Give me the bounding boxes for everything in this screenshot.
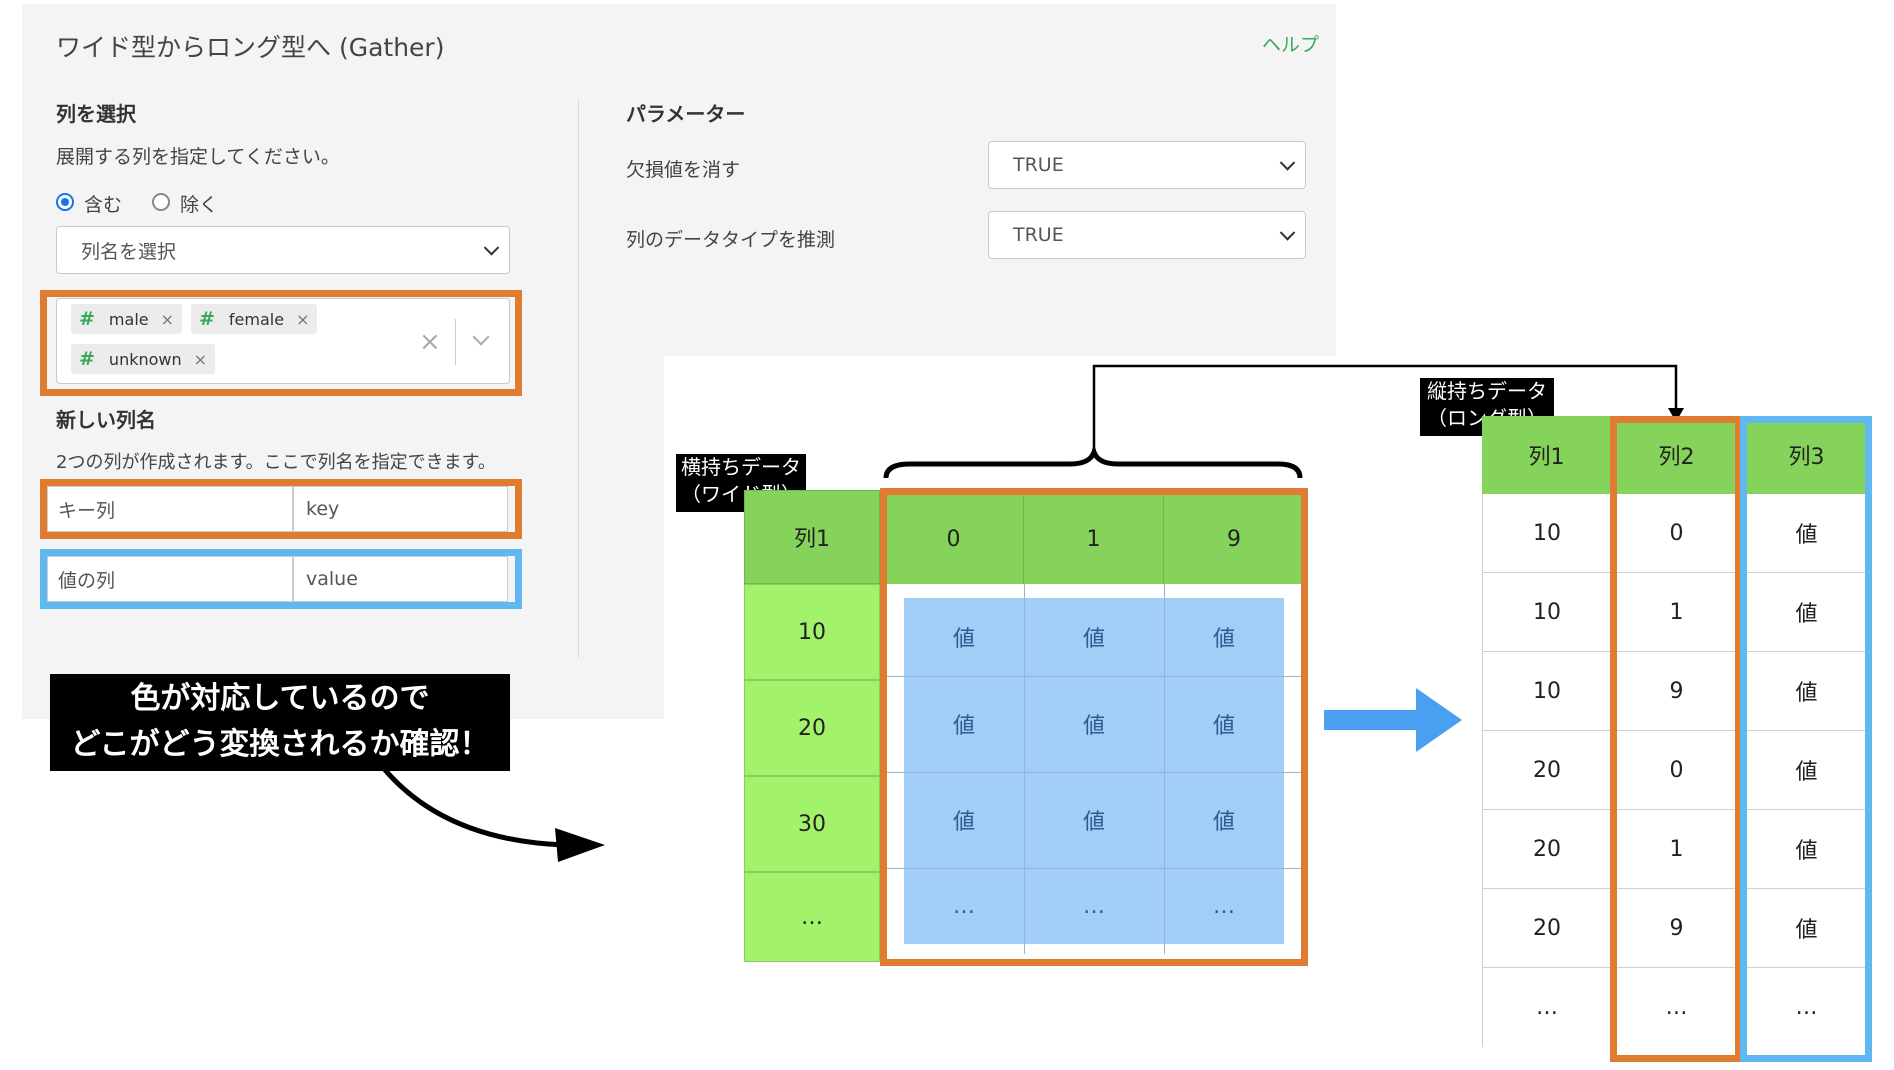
include-radio[interactable] xyxy=(56,193,74,211)
wide-value-cell: 値 xyxy=(952,627,975,652)
numeric-hash-icon: # xyxy=(79,348,95,370)
remove-tag-icon[interactable]: × xyxy=(160,309,175,329)
remove-na-value: TRUE xyxy=(1013,154,1064,176)
wide-value-cell: … xyxy=(1213,893,1235,919)
numeric-hash-icon: # xyxy=(79,308,95,330)
long-col2-header: 列2 xyxy=(1612,416,1742,494)
wide-key-header: 9 xyxy=(1164,494,1304,584)
long-col1-cell: 10 xyxy=(1482,573,1612,652)
value-column-input[interactable]: value xyxy=(293,556,508,602)
column-tag-label: unknown xyxy=(108,349,182,369)
numeric-hash-icon: # xyxy=(199,308,215,330)
key-column-input[interactable]: key xyxy=(293,486,508,532)
dialog-title: ワイド型からロング型へ (Gather) xyxy=(56,33,445,62)
wide-value-cell: … xyxy=(1083,893,1105,919)
column-tag: # male × xyxy=(71,304,183,334)
select-columns-description: 展開する列を指定してください。 xyxy=(56,146,340,168)
curved-arrow-icon xyxy=(367,748,605,862)
convert-type-label: 列のデータタイプを推測 xyxy=(626,229,836,251)
long-col1-cell: 20 xyxy=(1482,889,1612,968)
chevron-down-icon xyxy=(483,240,500,256)
remove-tag-icon[interactable]: × xyxy=(193,349,208,369)
wide-key-header: 0 xyxy=(884,494,1024,584)
convert-type-select[interactable]: TRUE xyxy=(988,211,1306,259)
long-key-column-highlight xyxy=(1610,416,1742,1062)
wide-value-cell: 値 xyxy=(952,810,975,835)
column-select-placeholder: 列名を選択 xyxy=(81,240,177,263)
long-col1-header: 列1 xyxy=(1482,416,1612,494)
long-col1-cell: 10 xyxy=(1482,494,1612,573)
wide-id-cell: 10 xyxy=(744,584,880,680)
wide-id-cell: … xyxy=(744,872,880,962)
wide-value-cell: 値 xyxy=(1082,627,1105,652)
grid-line xyxy=(1024,584,1025,954)
key-column-label: キー列 xyxy=(47,486,293,532)
parameters-heading: パラメーター xyxy=(626,102,746,126)
column-tag: # female × xyxy=(191,304,318,334)
wide-key-header: 1 xyxy=(1024,494,1164,584)
new-column-names-description: 2つの列が作成されます。ここで列名を指定できます。 xyxy=(56,452,496,473)
wide-value-cell: 値 xyxy=(1082,810,1105,835)
grid-line xyxy=(884,676,1304,677)
select-columns-heading: 列を選択 xyxy=(56,102,136,126)
transform-arrow-icon xyxy=(1324,688,1462,752)
column-name-select[interactable]: 列名を選択 xyxy=(56,226,510,274)
key-column-highlight xyxy=(40,479,522,539)
long-value-column-highlight xyxy=(1740,416,1872,1062)
wide-value-cell: … xyxy=(953,893,975,919)
chevron-down-icon xyxy=(1279,155,1296,171)
new-column-names-heading: 新しい列名 xyxy=(56,408,156,432)
long-col1-cell: 20 xyxy=(1482,731,1612,810)
wide-id-header: 列1 xyxy=(744,490,880,584)
wide-id-cell: 20 xyxy=(744,680,880,776)
wide-values-area xyxy=(904,598,1284,944)
value-column-label: 値の列 xyxy=(47,556,293,602)
column-tag-label: male xyxy=(108,309,149,329)
callout-box: 色が対応しているので どこがどう変換されるか確認！ xyxy=(50,674,510,771)
wide-value-cell: 値 xyxy=(952,714,975,739)
callout-line-1: 色が対応しているので xyxy=(130,681,430,716)
long-label-line-1: 縦持ちデータ xyxy=(1427,379,1547,403)
column-tag: # unknown × xyxy=(71,344,216,374)
remove-tag-icon[interactable]: × xyxy=(296,309,310,329)
grid-line xyxy=(884,772,1304,773)
wide-label-line-1: 横持ちデータ xyxy=(681,455,801,479)
value-column-highlight xyxy=(40,549,522,609)
section-divider xyxy=(578,98,579,658)
remove-na-select[interactable]: TRUE xyxy=(988,141,1306,189)
remove-na-label: 欠損値を消す xyxy=(626,159,741,181)
long-col1-cell: … xyxy=(1482,968,1612,1047)
grid-line xyxy=(1164,584,1165,954)
wide-id-cell: 30 xyxy=(744,776,880,872)
clear-all-icon[interactable]: × xyxy=(419,327,441,357)
wide-value-cell: 値 xyxy=(1212,627,1235,652)
brace-connector-icon xyxy=(883,364,1684,479)
callout-line-2: どこがどう変換されるか確認！ xyxy=(70,727,490,762)
selected-columns-box[interactable]: # male × # female × # unknown × × xyxy=(56,298,510,384)
exclude-radio[interactable] xyxy=(152,193,170,211)
key-columns-highlight xyxy=(40,290,522,396)
wide-key-value-highlight xyxy=(880,488,1308,966)
long-col1-cell: 20 xyxy=(1482,810,1612,889)
exclude-label[interactable]: 除く xyxy=(180,194,219,216)
wide-value-cell: 値 xyxy=(1212,714,1235,739)
column-tag-label: female xyxy=(228,309,285,329)
grid-line xyxy=(884,868,1304,869)
wide-value-cell: 値 xyxy=(1082,714,1105,739)
select-divider xyxy=(455,319,456,365)
convert-type-value: TRUE xyxy=(1013,224,1064,246)
long-col3-header: 列3 xyxy=(1742,416,1872,494)
help-link[interactable]: ヘルプ xyxy=(1262,34,1320,56)
chevron-down-icon xyxy=(1279,225,1296,241)
long-col1-cell: 10 xyxy=(1482,652,1612,731)
include-label[interactable]: 含む xyxy=(84,194,123,216)
wide-value-cell: 値 xyxy=(1212,810,1235,835)
